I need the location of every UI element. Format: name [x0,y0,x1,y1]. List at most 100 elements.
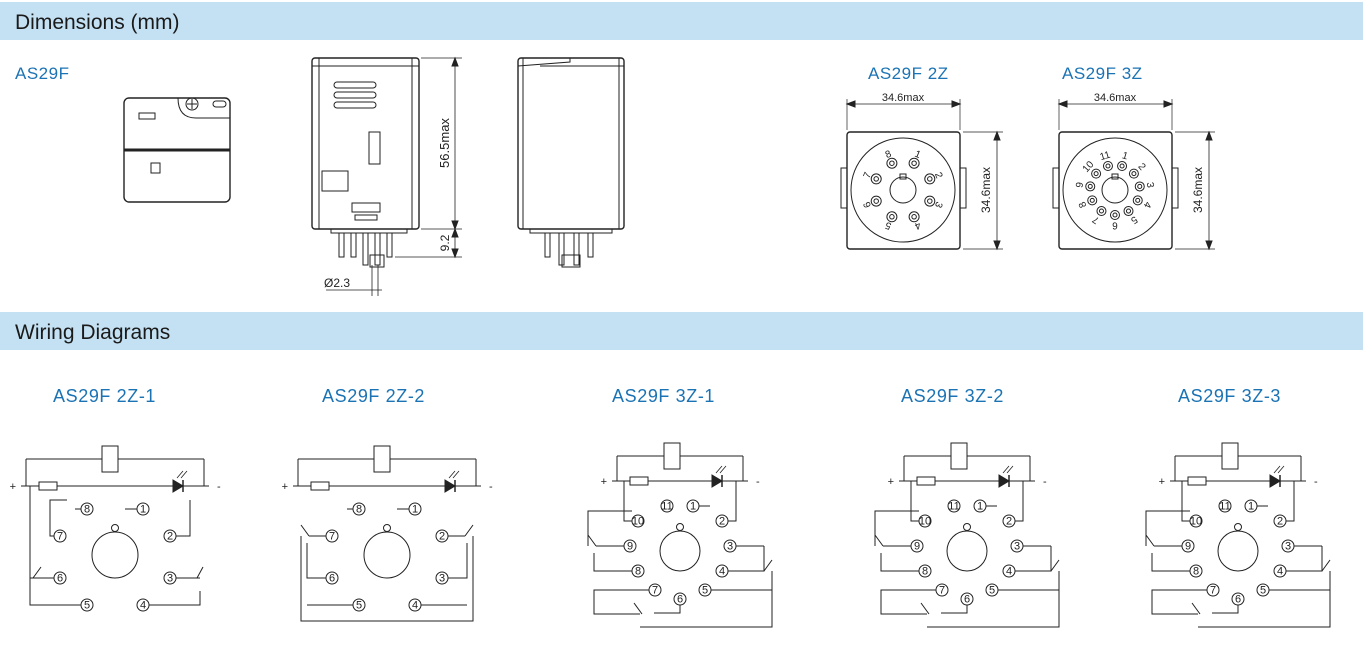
pin-hole-inner [927,198,933,204]
pin-number: 2 [439,531,445,543]
resistor-icon [916,476,936,486]
pin-circle [1181,539,1195,553]
minus-sign: - [1314,476,1318,488]
pin-hole-inner [889,214,895,220]
base-3z-drawing [1052,99,1215,251]
pin-hole-inner [889,160,895,166]
relay-side-view [517,57,625,268]
pin-circle [163,529,177,543]
base-3z-height-label: 34.6max [1191,167,1205,213]
base-pin-label: 4 [1140,200,1152,210]
pin-hole [908,157,920,169]
pin-circle [935,583,949,597]
pin-hole-inner [1098,208,1104,214]
base-pin-label: 9 [1075,181,1087,189]
pin-number: 11 [661,501,672,513]
pin-circle [1244,499,1258,513]
pin-hole-inner [1087,183,1093,189]
pin-number: 2 [1006,516,1012,528]
base-pin-label: 2 [932,171,944,181]
pin-number: 10 [1190,516,1202,528]
minus-sign: - [489,481,493,493]
pin-number: 10 [632,516,644,528]
coil-icon [373,445,391,473]
pin-hole [1096,206,1107,217]
coil-icon [663,442,681,470]
pin-circle [325,571,339,585]
pin-circle [673,592,687,606]
pin-circle [1010,539,1024,553]
pin-hole [886,211,898,223]
pin-circle [631,564,645,578]
pin-hole [1123,206,1134,217]
pin-circle [715,514,729,528]
pin-number: 1 [412,504,418,516]
pin-number: 2 [167,531,173,543]
led-icon [1269,474,1281,488]
pin-number: 3 [167,573,173,585]
pin-circle [918,514,932,528]
pin-number: 3 [1014,541,1020,553]
base-pin-label: 6 [862,199,874,209]
led-icon [444,479,456,493]
plus-sign: + [601,476,607,488]
pin-circle [80,598,94,612]
pin-diameter-dimension: Ø2.3 [324,276,350,290]
base-pin-label: 3 [1144,182,1156,189]
pin-hole-inner [1137,183,1143,189]
pin-hole [1132,195,1143,206]
base-2z-width-label: 34.6max [882,92,925,104]
pin-circle [53,529,67,543]
base-2z-height-label: 34.6max [979,167,993,213]
dimensions-header: Dimensions (mm) [0,2,1363,40]
resistor-icon [310,481,330,491]
pin-circle [136,598,150,612]
base-3z-width-label: 34.6max [1094,92,1137,104]
pin-circle [1189,514,1203,528]
wiring-title-3z1: AS29F 3Z-1 [612,386,716,406]
pin-hole [1087,195,1098,206]
pin-hole [870,195,882,207]
height-dimension: 56.5max [437,118,452,168]
pin-number: 11 [1219,501,1230,513]
pin-circle [80,502,94,516]
pin-circle [163,571,177,585]
pin-circle [623,539,637,553]
pin-number: 7 [1210,585,1216,597]
socket-key-circle [946,530,988,572]
pin-hole [1085,181,1096,192]
pin-number: 6 [677,594,683,606]
pin-number: 1 [140,504,146,516]
pin-circle [136,502,150,516]
pin-number: 9 [914,541,920,553]
led-icon [172,479,184,493]
pin-number: 5 [702,585,708,597]
pin-number: 8 [356,504,362,516]
base-pin-label: 2 [1135,161,1147,173]
pin-circle [631,514,645,528]
pin-number: 3 [727,541,733,553]
wiring-header: Wiring Diagrams [0,312,1363,350]
pin-hole-inner [911,160,917,166]
plus-sign: + [282,481,288,493]
pin-number: 11 [948,501,959,513]
socket-key-circle [91,531,139,579]
base-pin-label: 11 [1099,150,1112,164]
pin-number: 10 [919,516,931,528]
pin-number: 6 [57,573,63,585]
test-button-icon [185,97,199,111]
pin-circle [1256,583,1270,597]
pin-number: 3 [1285,541,1291,553]
resistor-icon [629,476,649,486]
relay-top-view [123,97,231,203]
pin-number: 1 [690,501,696,513]
base-pin-label: 8 [884,149,894,161]
pin-number: 1 [1248,501,1254,513]
pin-circle [1002,514,1016,528]
pin-number: 4 [412,600,418,612]
pin-circle [910,539,924,553]
pin-number: 1 [977,501,983,513]
